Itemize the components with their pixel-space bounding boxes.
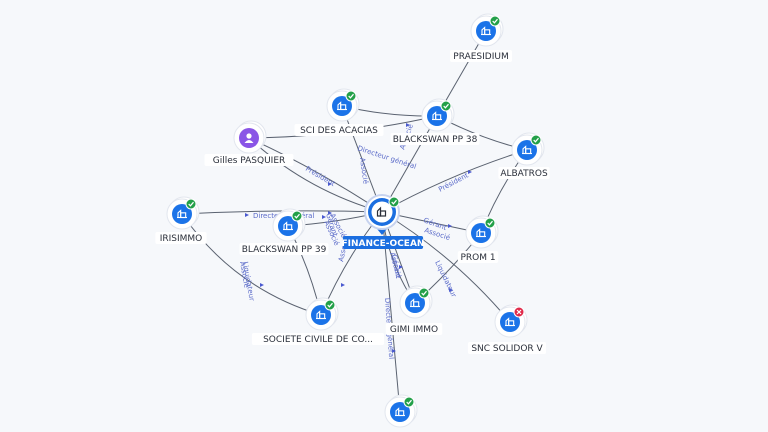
edge-arrow <box>245 213 249 217</box>
building-icon <box>395 407 405 417</box>
check-badge-icon <box>291 210 303 222</box>
edge-arrow <box>449 288 453 292</box>
edge-arrow <box>468 170 472 174</box>
node-core <box>427 106 447 126</box>
node-label: BLACKSWAN PP 38 <box>393 135 478 145</box>
check-badge-icon <box>345 90 357 102</box>
node-label-box <box>498 167 550 179</box>
building-icon <box>410 298 420 308</box>
check-badge-icon <box>324 299 336 311</box>
node-label-box <box>204 154 294 166</box>
graph-nodes: PRAESIDIUM SCI DES ACACIAS BLACKSWAN PP 38… <box>155 13 550 428</box>
building-icon <box>177 209 187 219</box>
node-label: GIMI IMMO <box>390 325 438 335</box>
edge-arrow <box>260 283 264 287</box>
node-label: Gilles PASQUIER <box>213 156 286 166</box>
node-core <box>405 293 425 313</box>
graph-node-scdc[interactable]: SOCIETE CIVILE DE CO... <box>251 297 385 345</box>
edge-arrow <box>322 215 326 219</box>
building-icon <box>432 111 442 121</box>
check-badge-icon <box>484 217 496 229</box>
graph-node-blackswan-38[interactable]: BLACKSWAN PP 38 <box>390 98 480 145</box>
building-icon <box>283 221 293 231</box>
building-icon <box>376 206 387 217</box>
node-core <box>278 216 298 236</box>
graph-node-prom1[interactable]: PROM 1 <box>457 215 499 263</box>
graph-node-center[interactable]: FINANCE-OCEAN <box>342 194 425 249</box>
node-label-box <box>251 333 385 345</box>
edge-arrow <box>399 265 403 269</box>
building-icon <box>481 26 491 36</box>
graph-node-solidor[interactable]: SNC SOLIDOR V <box>467 304 547 354</box>
edge-arrow <box>406 123 410 127</box>
edge-arrow <box>448 224 452 228</box>
node-label: PRAESIDIUM <box>453 52 508 62</box>
edge-label: Président <box>304 165 336 188</box>
node-label: SCI DES ACACIAS <box>300 126 378 136</box>
person-icon <box>244 133 254 143</box>
building-icon <box>522 145 532 155</box>
node-core <box>471 223 491 243</box>
node-label-box <box>450 50 512 62</box>
building-icon <box>505 317 515 327</box>
building-icon <box>316 310 326 320</box>
node-label-box <box>155 232 207 244</box>
node-core <box>332 96 352 116</box>
node-core <box>476 21 496 41</box>
graph-node-blackswan-39[interactable]: BLACKSWAN PP 39 <box>239 208 329 255</box>
building-icon <box>476 228 486 238</box>
edge-arrow <box>392 349 396 353</box>
edge-arrow <box>341 283 345 287</box>
cross-badge-icon <box>513 306 525 318</box>
graph-node-albatros[interactable]: ALBATROS <box>498 132 550 179</box>
check-badge-icon <box>388 196 400 208</box>
check-badge-icon <box>489 15 501 27</box>
check-badge-icon <box>530 134 542 146</box>
graph-node-sci-acacias[interactable]: SCI DES ACACIAS <box>294 88 384 136</box>
node-label-box <box>239 243 329 255</box>
node-core <box>311 305 331 325</box>
center-label: FINANCE-OCEAN <box>342 239 425 249</box>
node-label: ALBATROS <box>500 169 548 179</box>
edge-irisimmo-scdc <box>181 213 322 316</box>
center-label-box <box>342 236 424 249</box>
node-core <box>172 204 192 224</box>
node-label: SNC SOLIDOR V <box>471 344 543 354</box>
graph-node-gilles[interactable]: Gilles PASQUIER <box>204 120 294 166</box>
node-core <box>517 140 537 160</box>
node-label: IRISIMMO <box>160 234 203 244</box>
node-label: BLACKSWAN PP 39 <box>242 245 327 255</box>
check-badge-icon <box>418 287 430 299</box>
node-label-box <box>467 342 547 354</box>
check-badge-icon <box>403 396 415 408</box>
node-label: SOCIETE CIVILE DE CO... <box>263 335 373 345</box>
graph-node-praesidium[interactable]: PRAESIDIUM <box>450 13 512 62</box>
check-badge-icon <box>440 100 452 112</box>
node-label: PROM 1 <box>460 253 495 263</box>
edge-label: Associé <box>358 157 370 184</box>
edge-arrow <box>328 211 332 215</box>
edge-label: Associé <box>388 251 403 279</box>
node-core <box>390 402 410 422</box>
graph-node-gimi[interactable]: GIMI IMMO <box>385 285 443 335</box>
node-label-box <box>457 251 499 263</box>
edge-arrow <box>328 182 332 186</box>
edge-center-solidor <box>381 211 511 323</box>
building-icon <box>337 101 347 111</box>
node-label-box <box>385 323 443 335</box>
node-core <box>500 312 520 332</box>
node-label-box <box>390 133 480 145</box>
graph-node-irisimmo[interactable]: IRISIMMO <box>155 196 207 244</box>
node-label-box <box>294 124 384 136</box>
check-badge-icon <box>185 198 197 210</box>
graph-node-bottom[interactable] <box>384 394 418 428</box>
